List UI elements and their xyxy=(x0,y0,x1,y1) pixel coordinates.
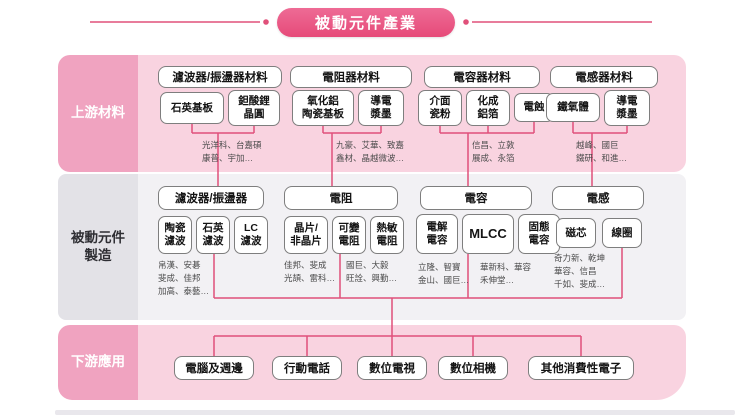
upstream-group3-item-dielectric-powder: 介面 瓷粉 xyxy=(418,90,462,126)
upstream-group1-item-lithium-tantalate-wafer: 鉭酸鋰 晶圓 xyxy=(228,90,280,126)
mfg-group2-companies-right: 國巨、大毅 旺詮、興勤… xyxy=(346,260,398,283)
mfg-group1-item-ceramic-filter: 陶瓷 濾波 xyxy=(158,216,192,254)
mfg-group4-header: 電感 xyxy=(552,186,644,210)
upstream-group4-companies: 越峰、國巨 鐵研、和進… xyxy=(576,140,628,163)
cropped-element-below xyxy=(55,410,735,415)
mfg-group3-item-solid-capacitor: 固態 電容 xyxy=(518,214,560,254)
manufacturing-band-label: 被動元件 製造 xyxy=(58,174,138,320)
mfg-group2-header: 電阻 xyxy=(284,186,398,210)
mfg-group1-header: 濾波器/振盪器 xyxy=(158,186,264,210)
upstream-group3-item-formed-aluminum-foil: 化成 鋁箔 xyxy=(466,90,510,126)
mfg-group3-header: 電容 xyxy=(420,186,532,210)
upstream-group1-header: 濾波器/振盪器材料 xyxy=(158,66,282,88)
mfg-group4-companies: 奇力新、乾坤 華容、信昌 千如、斐成… xyxy=(554,253,606,289)
mfg-group3-item-electrolytic-capacitor: 電解 電容 xyxy=(416,214,458,254)
mfg-group2-companies-left: 佳邦、斐成 光頡、雷科… xyxy=(284,260,336,283)
upstream-group4-item-ferrite: 鐵氧體 xyxy=(546,93,600,122)
mfg-group3-item-mlcc: MLCC xyxy=(462,214,514,254)
upstream-group2-item-conductive-paste: 導電 漿墨 xyxy=(358,90,404,126)
mfg-group3-companies-left: 立隆、智寶 金山、國巨… xyxy=(418,262,470,285)
mfg-group4-item-coil: 線圈 xyxy=(602,218,642,248)
upstream-group4-header: 電感器材料 xyxy=(550,66,658,88)
downstream-item-other-consumer-electronics: 其他消費性電子 xyxy=(528,356,634,380)
upstream-group4-item-conductive-paste: 導電 漿墨 xyxy=(604,90,650,126)
upstream-group1-companies: 光洋科、台嘉碩 康普、宇加… xyxy=(202,140,262,163)
downstream-band-label: 下游應用 xyxy=(58,325,138,400)
downstream-item-computer-peripherals: 電腦及週邊 xyxy=(174,356,254,380)
upstream-group2-companies: 九豪、艾華、致嘉 鑫材、晶越微波… xyxy=(336,140,405,163)
upstream-group2-header: 電阻器材料 xyxy=(290,66,412,88)
upstream-band-label: 上游材料 xyxy=(58,55,138,172)
mfg-group2-item-chip-nonchip: 晶片/ 非晶片 xyxy=(284,216,328,254)
mfg-group1-item-lc-filter: LC 濾波 xyxy=(234,216,268,254)
upstream-group3-header: 電容器材料 xyxy=(424,66,540,88)
upstream-group1-item-quartz-substrate: 石英基板 xyxy=(160,92,224,124)
upstream-group2-item-alumina-ceramic-substrate: 氧化鋁 陶瓷基板 xyxy=(292,90,354,126)
mfg-group4-item-magnetic-core: 磁芯 xyxy=(556,218,596,248)
industry-title-pill: 被動元件產業 xyxy=(277,8,455,37)
downstream-item-digital-tv: 數位電視 xyxy=(357,356,427,380)
downstream-item-mobile-phone: 行動電話 xyxy=(272,356,342,380)
upstream-group3-companies: 信昌、立敦 展成、永箔 xyxy=(472,140,515,163)
mfg-group1-companies: 帛漢、安碁 斐成、佳邦 加高、泰藝… xyxy=(158,260,210,296)
title-line-left-dot xyxy=(263,19,269,25)
downstream-item-digital-camera: 數位相機 xyxy=(438,356,508,380)
mfg-group3-companies-right: 華新科、華容 禾伸堂… xyxy=(480,262,532,285)
mfg-group2-item-variable-resistor: 可變 電阻 xyxy=(332,216,366,254)
title-line-right-dot xyxy=(463,19,469,25)
mfg-group1-item-quartz-filter: 石英 濾波 xyxy=(196,216,230,254)
mfg-group2-item-thermistor: 熱敏 電阻 xyxy=(370,216,404,254)
